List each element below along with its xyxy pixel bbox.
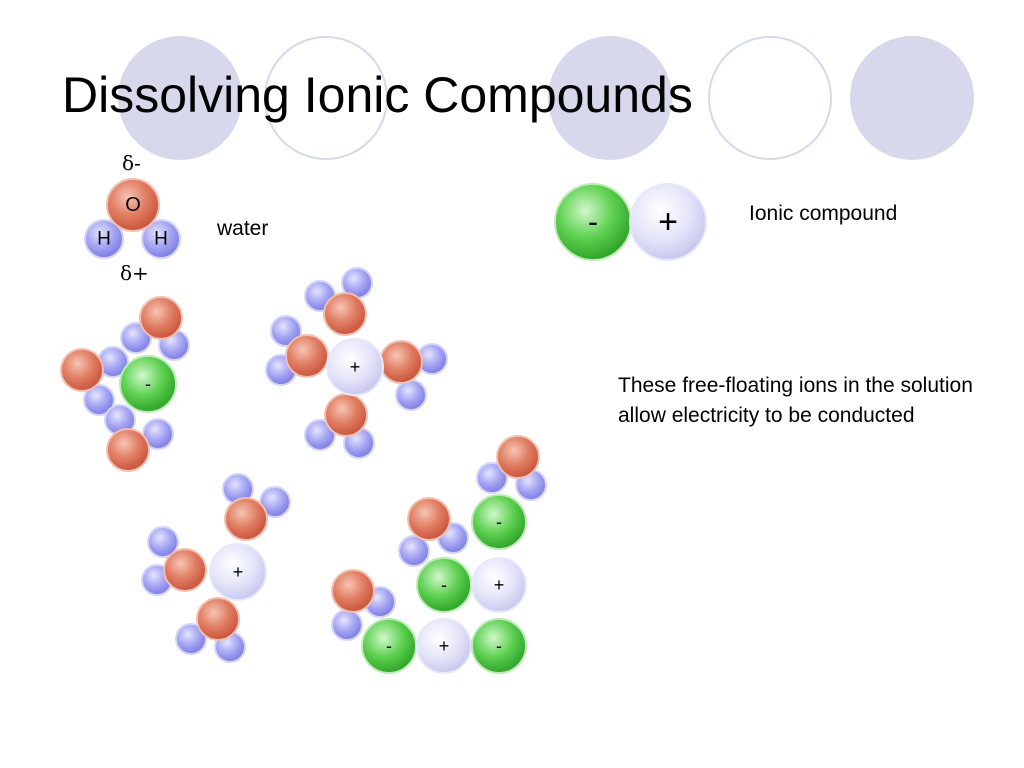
delta-minus-label: δ- [122, 151, 141, 175]
lattice-anion-icon: - [361, 618, 417, 674]
hydrogen-atom-icon [259, 486, 291, 518]
anion-symbol: - [145, 374, 151, 394]
oxygen-atom-icon [323, 292, 367, 336]
hydrogen-atom-icon [331, 609, 363, 641]
cation-symbol: + [350, 357, 361, 377]
decor-circle-1 [118, 36, 242, 160]
oxygen-atom-icon [60, 348, 104, 392]
hydrogen-atom-icon [175, 623, 207, 655]
oxygen-atom-symbol: O [125, 194, 141, 216]
decor-circle-5 [850, 36, 974, 160]
hydrogen-atom-icon [398, 535, 430, 567]
oxygen-atom-icon [139, 296, 183, 340]
anion-symbol: - [588, 206, 598, 239]
oxygen-atom-icon [285, 334, 329, 378]
reference-anion-icon: - [554, 183, 632, 261]
lattice-anion-icon: - [471, 494, 527, 550]
hydrogen-atom-icon [83, 384, 115, 416]
hydrated-anion-icon: - [119, 355, 177, 413]
anion-symbol: - [441, 575, 447, 595]
hydrogen-atom-icon [270, 315, 302, 347]
lattice-anion-icon: - [471, 618, 527, 674]
lattice-anion-icon: - [416, 557, 472, 613]
hydrogen-atom-icon [304, 419, 336, 451]
reference-cation-icon: + [629, 183, 707, 261]
hydrated-cation-icon: + [209, 543, 267, 601]
decor-circle-2 [264, 36, 388, 160]
oxygen-atom-icon [163, 548, 207, 592]
oxygen-atom-icon [407, 497, 451, 541]
cation-symbol: + [494, 575, 505, 595]
oxygen-atom-icon [496, 435, 540, 479]
conduction-note: These free-floating ions in the solution… [618, 374, 973, 427]
lattice-cation-icon: + [471, 557, 527, 613]
oxygen-atom-icon [224, 497, 268, 541]
hydrated-cation-icon: + [326, 338, 384, 396]
anion-symbol: - [386, 636, 392, 656]
oxygen-atom-icon [379, 340, 423, 384]
lattice-cation-icon: + [416, 618, 472, 674]
decor-circle-3 [548, 36, 672, 160]
ionic-compound-label: Ionic compound [749, 202, 898, 225]
hydrogen-atom-icon [395, 379, 427, 411]
oxygen-atom-icon [331, 569, 375, 613]
hydrogen-atom-symbol: H [154, 229, 168, 250]
decor-circle-4 [708, 36, 832, 160]
slide-title: Dissolving Ionic Compounds [62, 67, 693, 123]
hydrogen-atom-right-icon: H [141, 219, 181, 259]
cation-symbol: + [658, 203, 678, 241]
cation-symbol: + [439, 636, 450, 656]
hydrogen-atom-icon [147, 526, 179, 558]
delta-plus-label: δ+ [120, 261, 149, 285]
anion-symbol: - [496, 512, 502, 532]
oxygen-atom-icon [196, 597, 240, 641]
oxygen-atom-icon [324, 393, 368, 437]
anion-symbol: - [496, 636, 502, 656]
hydrogen-atom-symbol: H [97, 229, 111, 250]
water-label: water [217, 217, 269, 240]
cation-symbol: + [233, 562, 244, 582]
hydrogen-atom-left-icon: H [84, 219, 124, 259]
oxygen-atom-icon [106, 428, 150, 472]
hydrogen-atom-icon [476, 462, 508, 494]
oxygen-atom-reference-icon: O [106, 178, 160, 232]
